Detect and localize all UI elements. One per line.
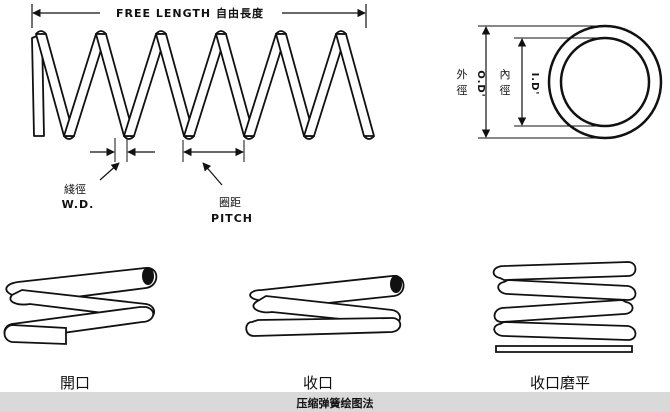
- wire-end-closed: [390, 275, 402, 293]
- spring-coil-cap: [275, 30, 287, 35]
- coil-ground-1: [497, 279, 637, 301]
- end-type-closed-ground: 收口磨平: [492, 261, 637, 392]
- id-label-en: I.D': [529, 73, 540, 96]
- od-label-en: O.D': [475, 70, 486, 97]
- end-type-closed: 收口: [245, 275, 405, 392]
- free-length-dimension: FREE LENGTH 自由長度: [31, 4, 367, 28]
- id-label-cn-2: 徑: [500, 84, 511, 97]
- od-label-cn-2: 徑: [457, 84, 468, 97]
- coil-ground-3: [493, 321, 637, 341]
- spring-coil-strip: [335, 33, 375, 137]
- spring-coil-cap: [123, 135, 135, 140]
- pitch-leader: [202, 162, 223, 186]
- spring-coil-cap: [303, 135, 315, 140]
- spring-coil-cap: [95, 30, 107, 35]
- compression-spring-diagram: FREE LENGTH 自由長度 綫徑 W.D. 圈距 PITCH 外 徑 O.…: [3, 4, 663, 392]
- coil-ground-base: [495, 345, 633, 353]
- inner-circle: [559, 36, 651, 128]
- outer-circle: [547, 24, 663, 140]
- wire-end-open: [142, 267, 154, 285]
- spring-coil-cap: [363, 135, 375, 140]
- spring-coil-cap: [183, 135, 195, 140]
- wire-diameter-label-en: W.D.: [62, 198, 95, 211]
- spring-end-view: 外 徑 O.D' 內 徑 I.D': [457, 24, 663, 140]
- spring-coil-cap: [215, 30, 227, 35]
- end-type-label: 收口: [303, 374, 333, 392]
- free-length-label: FREE LENGTH 自由長度: [116, 6, 264, 20]
- spring-coil-cap: [63, 135, 75, 140]
- spring-coil-cap: [335, 30, 347, 35]
- od-label-cn-1: 外: [457, 68, 468, 81]
- pitch-label-en: PITCH: [211, 212, 253, 225]
- id-label-cn-1: 內: [500, 68, 511, 81]
- coil-closed-3: [245, 317, 402, 337]
- end-type-label: 開口: [60, 374, 90, 392]
- caption-bar: [0, 392, 670, 412]
- coil-open-tail: [3, 324, 67, 345]
- pitch-label-cn: 圈距: [219, 196, 241, 209]
- spring-coil-cap: [243, 135, 255, 140]
- coil-ground-2: [493, 299, 634, 323]
- spring-side-view: [31, 30, 375, 140]
- wire-diameter-label-cn: 綫徑: [64, 183, 86, 196]
- diagram-caption: 压缩弹簧绘图法: [296, 397, 374, 410]
- wire-diameter-dimension: 綫徑 W.D.: [62, 138, 155, 211]
- wd-leader: [99, 162, 120, 181]
- spring-coil-cap: [155, 30, 167, 35]
- pitch-dimension: 圈距 PITCH: [182, 140, 253, 225]
- spring-coil-cap: [35, 30, 47, 35]
- coil-ground-top: [492, 261, 637, 281]
- end-type-open: 開口: [3, 267, 158, 392]
- end-type-label: 收口磨平: [530, 374, 590, 392]
